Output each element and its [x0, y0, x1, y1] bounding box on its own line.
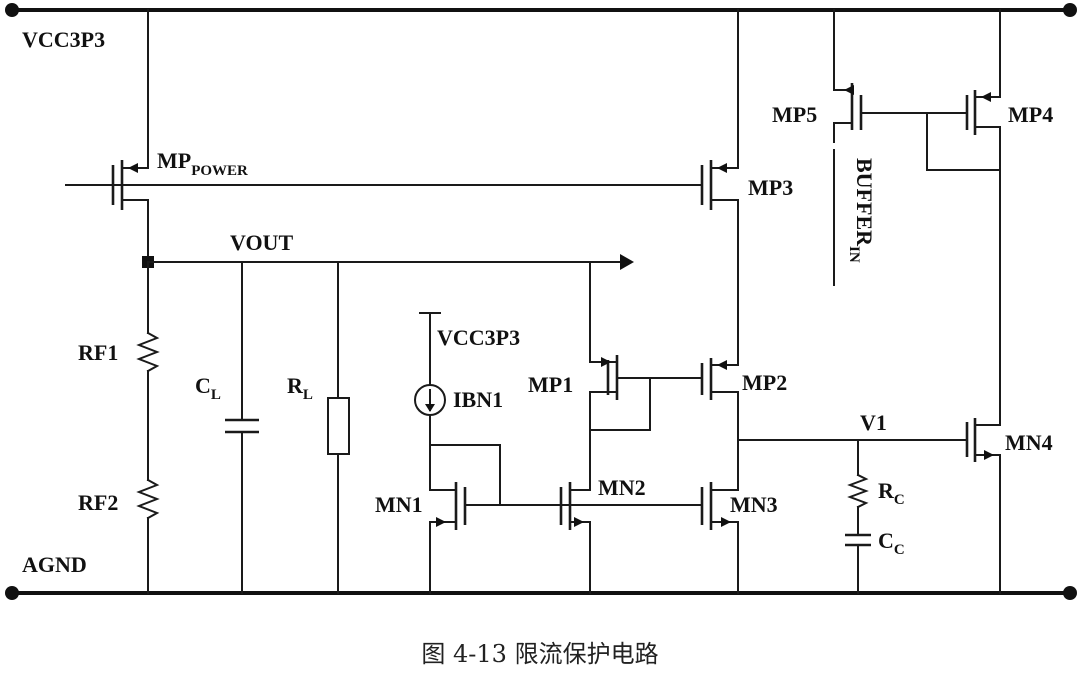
mp-power-label: MPPOWER	[157, 148, 248, 179]
cc-subscript: C	[894, 542, 905, 558]
buffer-main: BUFFER	[852, 158, 877, 247]
vcc-local-label: VCC3P3	[437, 325, 520, 350]
cl-capacitor	[225, 261, 259, 594]
mn4-label: MN4	[1005, 430, 1053, 455]
mn3-label: MN3	[730, 492, 778, 517]
ibn1-current-source	[414, 312, 501, 506]
mn2-label: MN2	[598, 475, 646, 500]
buffer-subscript: IN	[846, 246, 862, 263]
mp5-label: MP5	[772, 102, 817, 127]
rl-label: RL	[287, 373, 313, 403]
rf2-resistor	[136, 478, 160, 594]
rc-label: RC	[878, 478, 905, 508]
v1-label: V1	[860, 410, 887, 435]
cl-label: CL	[195, 373, 221, 403]
mp4-label: MP4	[1008, 102, 1053, 127]
mp3-label: MP3	[748, 175, 793, 200]
mp2-label: MP2	[742, 370, 787, 395]
mp1-transistor	[589, 261, 703, 491]
rc-main: R	[878, 478, 895, 503]
rf1-label: RF1	[78, 340, 118, 365]
mn1-transistor	[429, 482, 467, 594]
mp4-transistor	[926, 9, 1001, 426]
rl-subscript: L	[303, 387, 313, 403]
rl-resistor	[327, 261, 350, 594]
figure-caption: 图 4-13 限流保护电路	[421, 640, 658, 668]
cl-main: C	[195, 373, 211, 398]
mp1-label: MP1	[528, 372, 573, 397]
mp-power-subscript: POWER	[191, 163, 248, 179]
mp5-transistor	[833, 9, 968, 143]
buffer-label: BUFFERIN	[846, 158, 877, 263]
vout-node	[142, 254, 634, 270]
agnd-rail	[5, 586, 1077, 600]
cl-subscript: L	[211, 387, 221, 403]
mn1-label: MN1	[375, 492, 423, 517]
rc-cc-compensation	[845, 439, 871, 594]
mp3-transistor	[700, 9, 739, 366]
rc-subscript: C	[894, 492, 905, 508]
vout-label: VOUT	[230, 230, 293, 255]
cc-label: CC	[878, 528, 905, 558]
agnd-label: AGND	[22, 552, 87, 577]
rf2-label: RF2	[78, 490, 118, 515]
mn4-transistor	[965, 418, 1001, 594]
rf1-resistor	[136, 261, 160, 481]
vcc-rail-label: VCC3P3	[22, 27, 105, 52]
mp2-transistor	[700, 358, 739, 491]
cc-main: C	[878, 528, 894, 553]
ibn1-label: IBN1	[453, 387, 503, 412]
mp-power-main: MP	[157, 148, 191, 173]
mn2-transistor	[559, 482, 591, 594]
mn3-transistor	[700, 482, 739, 594]
vcc-rail	[5, 3, 1077, 17]
rl-main: R	[287, 373, 304, 398]
